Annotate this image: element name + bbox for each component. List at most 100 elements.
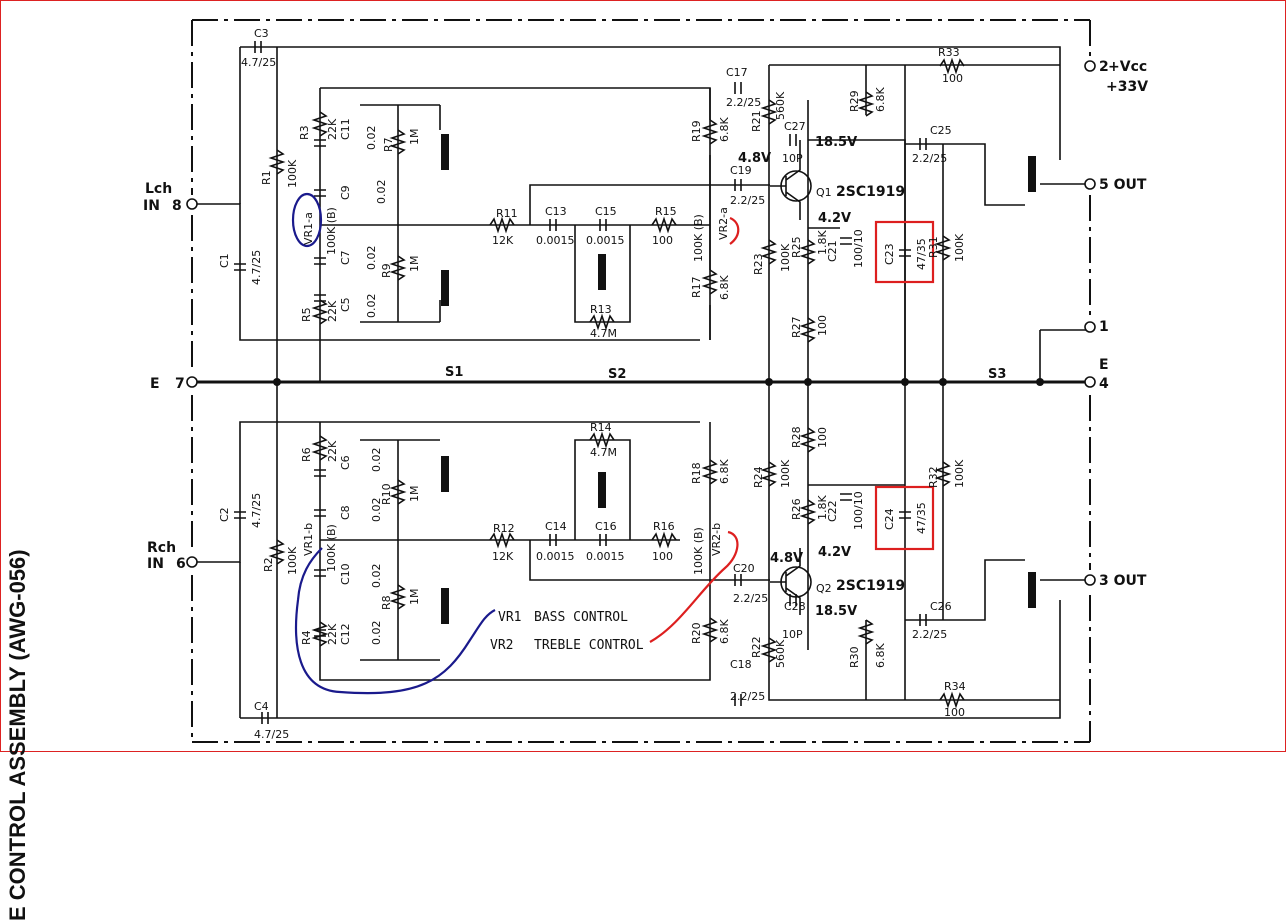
vr2a-label: VR2-a xyxy=(717,207,730,240)
c17-label: C17 xyxy=(726,66,748,79)
r33-value: 100 xyxy=(942,72,963,85)
c10-label: C10 xyxy=(339,563,352,585)
r30-label: R30 xyxy=(848,646,861,668)
r21-value: 560K xyxy=(774,91,787,120)
r34-label: R34 xyxy=(944,680,966,693)
r34-value: 100 xyxy=(944,706,965,719)
r30-value: 6.8K xyxy=(874,643,887,668)
r25-label: R25 xyxy=(790,236,803,258)
r5-value: 22K xyxy=(326,300,339,322)
r33-label: R33 xyxy=(938,46,960,59)
vr2a-red-mark xyxy=(729,216,740,245)
c26-value: 2.2/25 xyxy=(912,628,947,641)
c21-value: 100/10 xyxy=(852,229,865,268)
r17-value: 6.8K xyxy=(718,275,731,300)
r13-value: 4.7M xyxy=(590,327,617,340)
c25-label: C25 xyxy=(930,124,952,137)
r23-value: 100K xyxy=(779,243,792,272)
r16-value: 100 xyxy=(652,550,673,563)
c8-label: C8 xyxy=(339,505,352,520)
q1-label: Q1 xyxy=(816,186,832,199)
c7-value: 0.02 xyxy=(365,246,378,271)
c13-label: C13 xyxy=(545,205,567,218)
c6-label: C6 xyxy=(339,455,352,470)
vr2b-label: VR2-b xyxy=(710,523,723,556)
rch-label: Rch xyxy=(147,540,176,556)
r3-value: 22K xyxy=(326,118,339,140)
r22-value: 560K xyxy=(774,639,787,668)
r21-label: R21 xyxy=(750,110,763,132)
bus-s1: S1 xyxy=(445,365,463,380)
c3-label: C3 xyxy=(254,27,269,40)
r15-label: R15 xyxy=(655,205,677,218)
rch-in-label: IN xyxy=(147,556,164,572)
c2-value: 4.7/25 xyxy=(250,493,263,528)
r24-label: R24 xyxy=(752,466,765,488)
pin4-label: 4 xyxy=(1099,376,1109,392)
r6-value: 22K xyxy=(326,440,339,462)
c20-value: 2.2/25 xyxy=(733,592,768,605)
q2-type: 2SC1919 xyxy=(836,578,905,594)
r16-label: R16 xyxy=(653,520,675,533)
bottom-voltage-48: 4.8V xyxy=(770,551,803,566)
r32-value: 100K xyxy=(953,459,966,488)
bottom-voltage-185: 18.5V xyxy=(815,604,857,619)
r4-label: R4 xyxy=(300,630,313,645)
r29-label: R29 xyxy=(848,90,861,112)
c28-value: 10P xyxy=(782,628,803,641)
r27-label: R27 xyxy=(790,316,803,338)
c7-label: C7 xyxy=(339,250,352,265)
c24-highlight-box xyxy=(874,485,935,551)
vr2b-value: 100K (B) xyxy=(692,527,705,575)
r19-value: 6.8K xyxy=(718,117,731,142)
r2-label: R2 xyxy=(262,557,275,572)
c16-label: C16 xyxy=(595,520,617,533)
r10-value: 1M xyxy=(408,486,421,503)
c13-value: 0.0015 xyxy=(536,234,575,247)
e-label-right: E xyxy=(1099,357,1109,373)
r1-label: R1 xyxy=(260,170,273,185)
capacitor-symbols xyxy=(234,41,927,724)
r23-label: R23 xyxy=(752,253,765,275)
c17-value: 2.2/25 xyxy=(726,96,761,109)
c20-label: C20 xyxy=(733,562,755,575)
out5-label: 5 OUT xyxy=(1099,177,1147,193)
r20-value: 6.8K xyxy=(718,619,731,644)
c24-value: 47/35 xyxy=(915,502,928,534)
c12-label: C12 xyxy=(339,623,352,645)
c4-value: 4.7/25 xyxy=(254,728,289,741)
lch-pin: 8 xyxy=(172,198,182,214)
r5-label: R5 xyxy=(300,307,313,322)
e-label-left: E xyxy=(150,376,160,392)
r22-label: R22 xyxy=(750,636,763,658)
r10-label: R10 xyxy=(380,483,393,505)
image-frame xyxy=(0,0,1286,752)
r14-label: R14 xyxy=(590,421,612,434)
rch-pin: 6 xyxy=(176,556,186,572)
vr1a-blue-circle xyxy=(291,192,323,248)
r14-value: 4.7M xyxy=(590,446,617,459)
pin1-label: 1 xyxy=(1099,319,1109,335)
c18-label: C18 xyxy=(730,658,752,671)
c6-value: 0.02 xyxy=(370,448,383,473)
r1-value: 100K xyxy=(286,159,299,188)
vr2-red-arrow xyxy=(649,530,739,643)
r4-value: 22K xyxy=(326,623,339,645)
c21-label: C21 xyxy=(826,240,839,262)
r18-label: R18 xyxy=(690,462,703,484)
board-outline xyxy=(191,19,1091,743)
vr2a-value: 100K (B) xyxy=(692,214,705,262)
c11-label: C11 xyxy=(339,118,352,140)
c19-label: C19 xyxy=(730,164,752,177)
r7-value: 1M xyxy=(408,129,421,146)
c3-value: 4.7/25 xyxy=(241,56,276,69)
c14-label: C14 xyxy=(545,520,567,533)
c11-value: 0.02 xyxy=(365,126,378,151)
vcc-pin: 2 xyxy=(1099,59,1109,75)
terminals xyxy=(186,60,1096,586)
vr1a-value: 100K (B) xyxy=(325,207,338,255)
r28-label: R28 xyxy=(790,426,803,448)
c27-label: C27 xyxy=(784,120,806,133)
r12-label: R12 xyxy=(493,522,515,535)
r20-label: R20 xyxy=(690,622,703,644)
